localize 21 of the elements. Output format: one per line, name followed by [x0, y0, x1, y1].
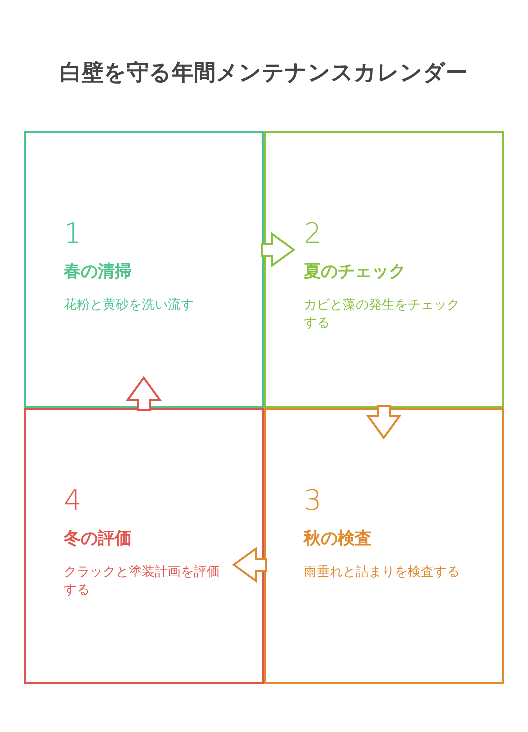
season-panel: [264, 131, 504, 408]
season-heading: 春の清掃: [64, 260, 133, 283]
task-description: 雨垂れと詰まりを検査する: [304, 564, 461, 582]
task-description: クラックと塗装計画を評価する: [64, 564, 221, 600]
diagram-title: 白壁を守る年間メンテナンスカレンダー: [59, 60, 469, 88]
step-number: 1: [64, 219, 83, 250]
task-description: 花粉と黄砂を洗い流す: [64, 296, 195, 315]
step-number: 4: [64, 486, 83, 517]
season-panel: [24, 131, 264, 408]
block-arrow: [366, 405, 402, 440]
season-panel: [24, 408, 264, 684]
season-heading: 秋の検査: [304, 528, 373, 550]
season-panel: [264, 408, 504, 684]
task-description: カビと藻の発生をチェックする: [304, 296, 461, 333]
step-number: 2: [304, 219, 323, 250]
season-heading: 夏のチェック: [304, 260, 407, 283]
step-number: 3: [304, 486, 323, 517]
block-arrow: [232, 547, 267, 583]
season-heading: 冬の評価: [64, 528, 133, 550]
block-arrow: [261, 232, 296, 268]
block-arrow: [126, 376, 162, 411]
